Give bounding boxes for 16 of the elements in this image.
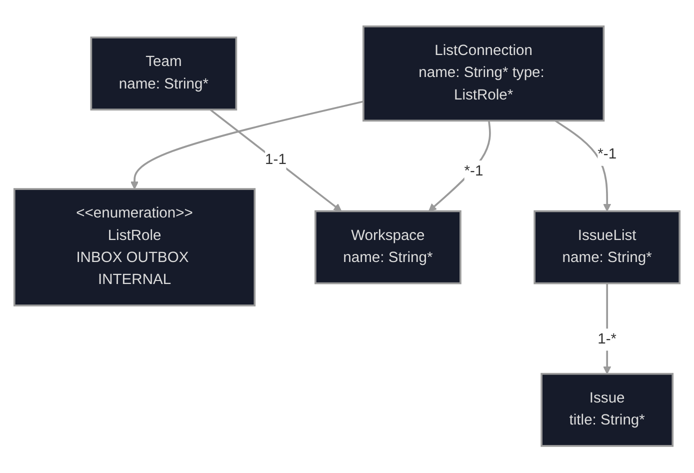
arrow xyxy=(210,109,342,212)
node-box xyxy=(90,36,238,111)
node-box xyxy=(314,210,462,285)
node-box xyxy=(534,210,681,285)
arrow xyxy=(428,120,491,212)
node-box xyxy=(540,373,674,448)
node-box xyxy=(13,188,256,307)
arrow xyxy=(130,100,364,190)
node-box xyxy=(362,26,605,122)
edge-label: 1-* xyxy=(598,332,617,348)
edge-label: *-1 xyxy=(464,164,484,180)
edge-label: 1-1 xyxy=(265,152,286,168)
arrow xyxy=(554,120,612,212)
edge-label: *-1 xyxy=(598,146,617,163)
class-diagram: 1-1 *-1 *-1 1-* Team name: String* ListConnection name: String* type: ListRole* <<enumeration>> ListRole INBOX OUTBOX INTERNAL Workspace name: String* IssueList name: String* Issue title: String* xyxy=(7,19,687,454)
arrow xyxy=(603,284,612,375)
